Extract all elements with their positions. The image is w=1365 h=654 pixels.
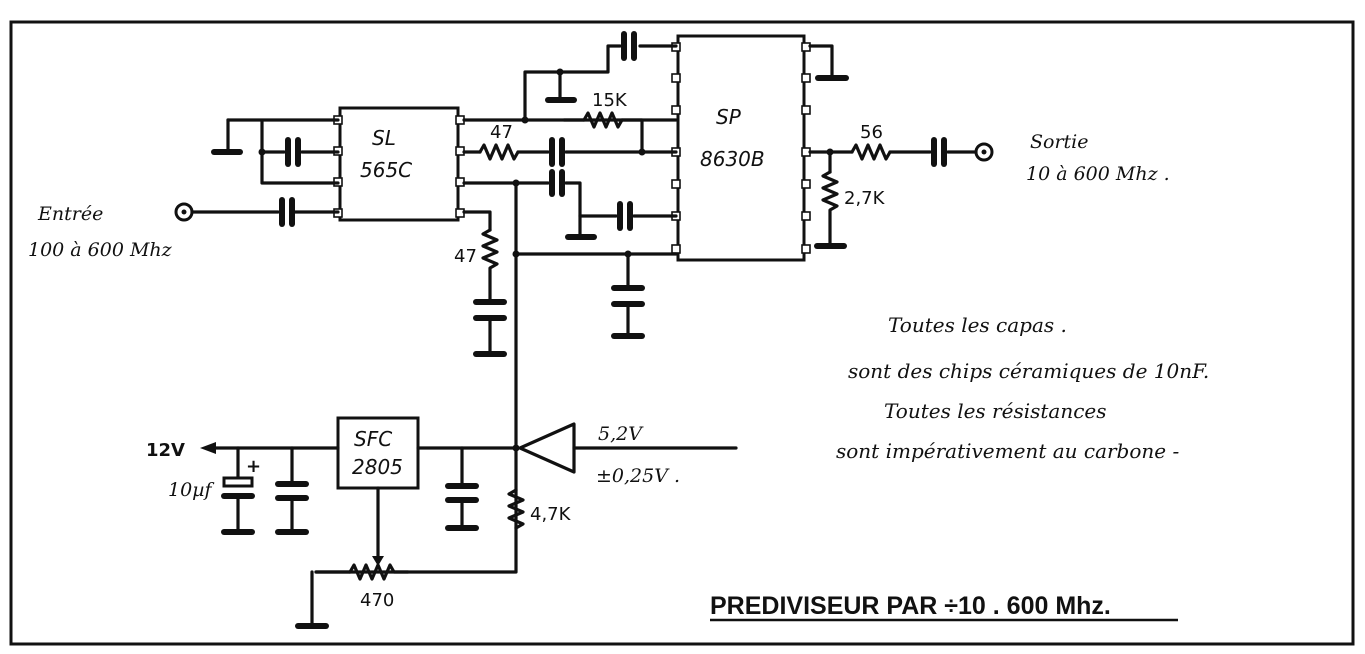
capacitor-12v-decoupling	[275, 481, 309, 501]
power-12v-label: 12V	[146, 440, 185, 461]
chip-sl565c	[338, 106, 460, 222]
power-tolerance-label: ±0,25V .	[596, 465, 680, 487]
capacitor-10uf-label: 10µf	[168, 479, 215, 501]
chip-sp8630b	[676, 34, 806, 262]
chip-sl-line1: SL	[372, 126, 396, 150]
capacitor-5v-decoupling	[445, 483, 479, 503]
capacitor-10uf	[221, 476, 255, 499]
capacitor-input	[279, 197, 295, 227]
frame-border	[9, 20, 1355, 646]
input-connector	[174, 202, 194, 222]
resistor-2-7k-label: 2,7K	[844, 188, 886, 209]
resistor-47-b-label: 47	[454, 246, 477, 267]
resistor-56-label: 56	[860, 122, 883, 143]
note-line-2: sont des chips céramiques de 10nF.	[848, 359, 1209, 383]
capacitor-sp-top	[621, 31, 637, 61]
chip-sfc2805	[336, 416, 420, 490]
capacitor-sl-decoupling	[285, 137, 301, 167]
resistor-47-b	[481, 228, 499, 302]
capacitor-10uf-plus: +	[246, 456, 261, 477]
capacitor-sp-decoupling	[617, 201, 633, 231]
resistor-4-7k	[507, 488, 525, 530]
output-label: Sortie	[1030, 131, 1089, 153]
power-5v2-label: 5,2V	[598, 423, 644, 445]
resistor-2-7k	[821, 170, 839, 246]
potentiometer-470	[348, 563, 410, 581]
capacitor-sl-sp-1	[549, 137, 565, 167]
chip-sfc-line2: 2805	[352, 455, 403, 479]
capacitor-output	[931, 137, 947, 167]
capacitor-47-ground	[473, 299, 507, 321]
potentiometer-label: 470	[360, 590, 394, 611]
note-line-1: Toutes les capas .	[888, 313, 1067, 337]
resistor-15k-label: 15K	[592, 90, 628, 111]
output-connector	[974, 142, 994, 162]
chip-sp-line1: SP	[716, 105, 742, 129]
resistor-15k	[582, 111, 624, 129]
note-line-3: Toutes les résistances	[884, 399, 1107, 423]
resistor-4-7k-label: 4,7K	[530, 504, 572, 525]
resistor-56	[850, 143, 892, 161]
chip-sp-line2: 8630B	[700, 147, 765, 171]
input-freq: 100 à 600 Mhz	[28, 239, 173, 261]
chip-sfc-line1: SFC	[354, 427, 392, 451]
resistor-47-a-label: 47	[490, 122, 513, 143]
buffer-triangle	[518, 422, 576, 474]
input-label: Entrée	[37, 203, 103, 225]
capacitor-sl-sp-2	[549, 169, 565, 197]
note-line-4: sont impérativement au carbone -	[836, 439, 1179, 463]
arrow-12v	[200, 442, 216, 454]
diagram-title: PREDIVISEUR PAR ÷10 . 600 Mhz.	[710, 592, 1111, 620]
resistor-47-a	[478, 143, 520, 161]
capacitor-supply-decoupling	[611, 285, 645, 307]
output-freq: 10 à 600 Mhz .	[1026, 163, 1170, 185]
chip-sl-line2: 565C	[360, 158, 412, 182]
